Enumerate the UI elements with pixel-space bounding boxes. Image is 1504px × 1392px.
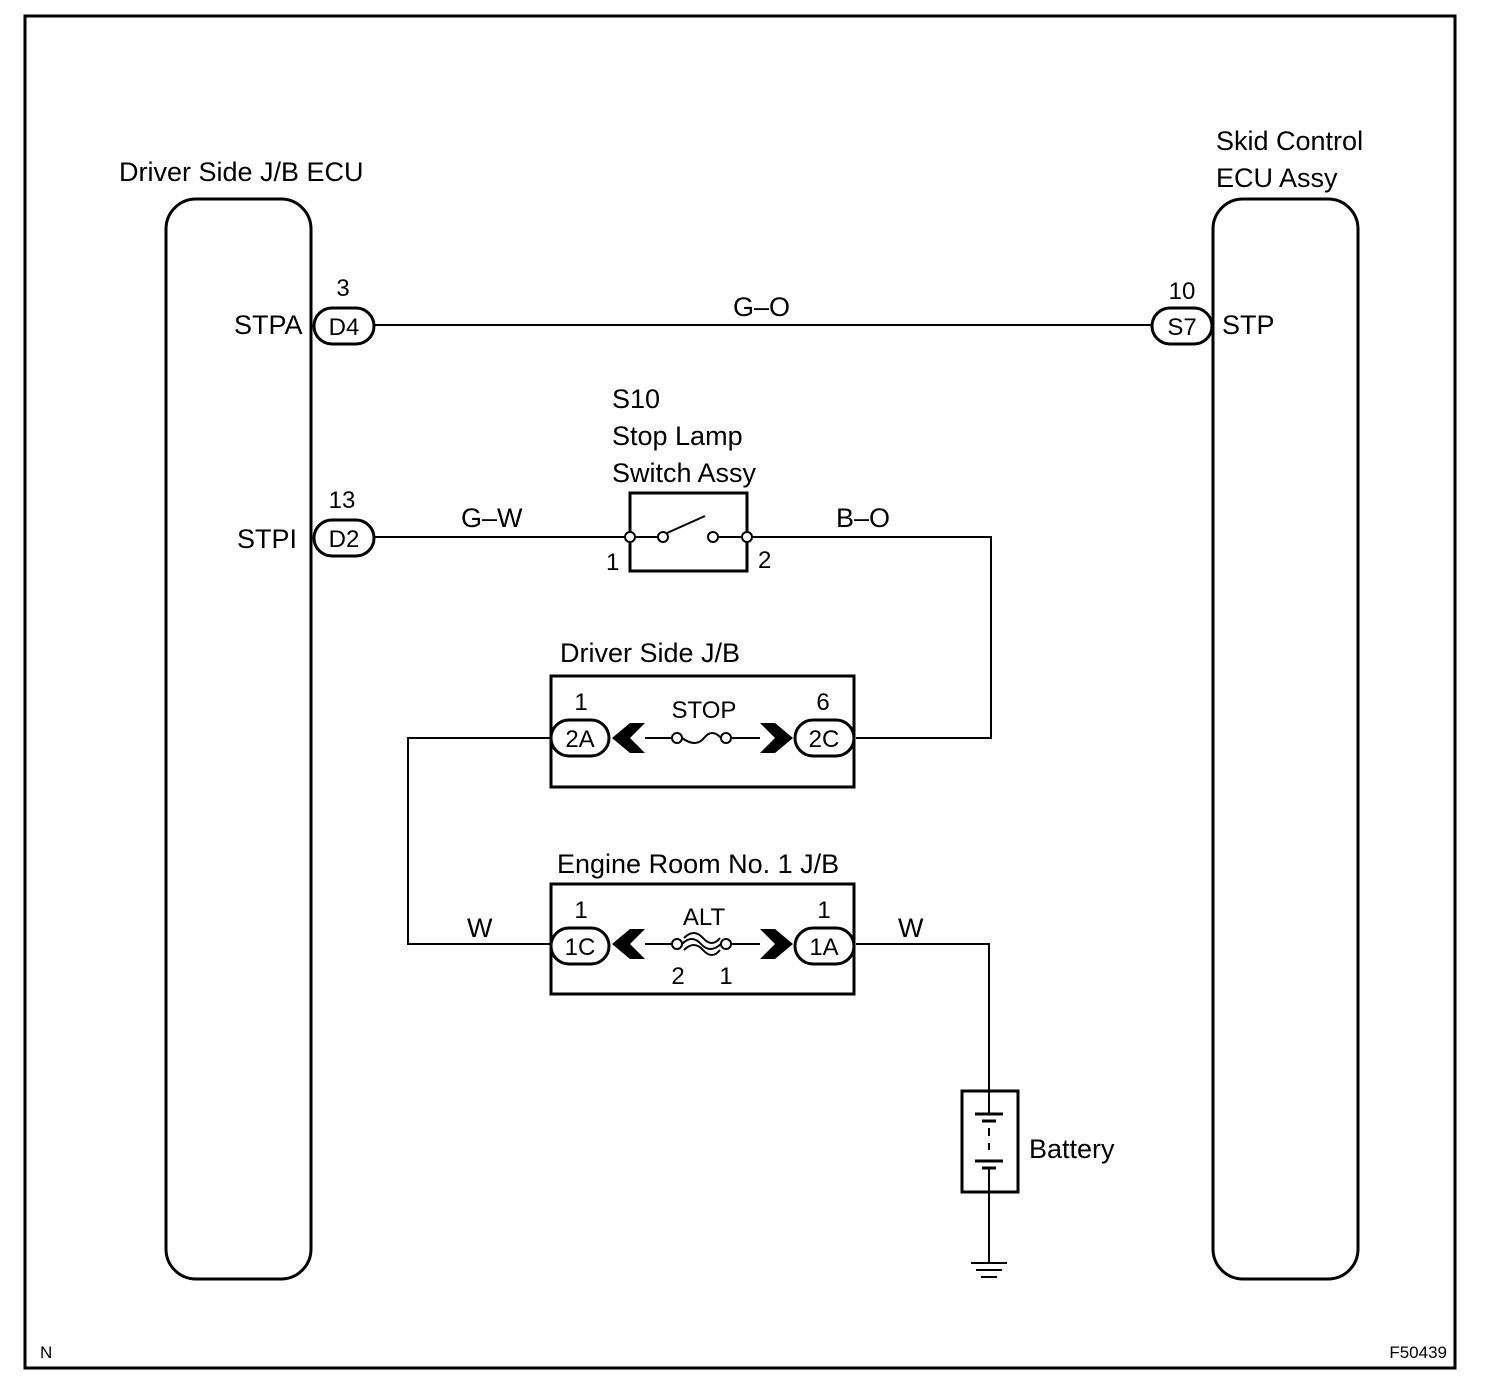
driver-side-jb-ecu-body <box>164 197 313 1281</box>
battery-label: Battery <box>1029 1134 1115 1164</box>
pin-number-2a: 1 <box>574 689 587 716</box>
arrow-right-icon <box>760 929 793 959</box>
connector-d4 <box>312 306 376 346</box>
fuse-stop-icon <box>645 732 760 744</box>
pin-label-stpi: STPI <box>237 524 297 554</box>
switch-contact-icon <box>624 515 753 543</box>
connector-code-1c: 1C <box>565 934 596 961</box>
stop-switch-id: S10 <box>612 384 660 414</box>
connector-code-s7: S7 <box>1167 314 1196 341</box>
pin-number-2c: 6 <box>816 689 829 716</box>
fuse-label-alt: ALT <box>683 904 726 931</box>
wire-w-left <box>407 737 551 945</box>
wire-label-w-right: W <box>898 913 924 943</box>
connector-code-d2: D2 <box>329 526 360 553</box>
connector-code-d4: D4 <box>329 314 360 341</box>
fuse-alt-pin-2: 2 <box>671 963 684 990</box>
pin-number-s7: 10 <box>1169 278 1196 305</box>
arrow-left-icon <box>612 723 645 753</box>
connector-1a <box>793 926 856 966</box>
driver-jb-title: Driver Side J/B <box>560 638 740 668</box>
ground-icon <box>971 1262 1007 1278</box>
pin-number-d4: 3 <box>336 275 349 302</box>
stop-switch-pin-1: 1 <box>606 549 619 576</box>
engine-jb-title: Engine Room No. 1 J/B <box>557 849 839 879</box>
figure-id-label: F50439 <box>1389 1343 1447 1362</box>
pin-number-1c: 1 <box>574 897 587 924</box>
fuse-alt-pin-1: 1 <box>719 963 732 990</box>
fusible-link-alt-icon <box>645 932 760 956</box>
stop-lamp-switch-box <box>628 491 749 573</box>
connector-code-2c: 2C <box>809 726 840 753</box>
connector-1c <box>549 926 611 966</box>
wire-w-right <box>856 943 990 1091</box>
connector-2c <box>793 718 856 758</box>
battery-icon <box>975 1091 1003 1192</box>
diagram-frame <box>23 14 1457 1370</box>
pin-number-1a: 1 <box>817 897 830 924</box>
driver-side-jb-ecu-title: Driver Side J/B ECU <box>119 157 364 187</box>
connector-code-2a: 2A <box>565 726 594 753</box>
pin-number-d2: 13 <box>329 487 356 514</box>
wire-label-w-left: W <box>467 913 493 943</box>
connector-code-1a: 1A <box>809 934 838 961</box>
pin-label-stp: STP <box>1222 310 1275 340</box>
footer-left-label: N <box>40 1343 52 1362</box>
stop-switch-name-line2: Switch Assy <box>612 458 757 488</box>
wire-label-g-w: G–W <box>461 503 523 533</box>
pin-label-stpa: STPA <box>234 310 303 340</box>
arrow-right-icon <box>760 723 793 753</box>
skid-control-ecu-title-line1: Skid Control <box>1216 126 1363 156</box>
arrow-left-icon <box>612 929 645 959</box>
stop-switch-name-line1: Stop Lamp <box>612 421 743 451</box>
connector-s7 <box>1150 306 1214 346</box>
fuse-label-stop: STOP <box>672 697 737 724</box>
skid-control-ecu-body <box>1211 197 1360 1281</box>
wire-label-b-o: B–O <box>836 503 890 533</box>
stop-switch-pin-2: 2 <box>758 547 771 574</box>
wire-label-g-o: G–O <box>733 292 790 322</box>
skid-control-ecu-title-line2: ECU Assy <box>1216 163 1338 193</box>
wire-b-o <box>752 536 992 739</box>
